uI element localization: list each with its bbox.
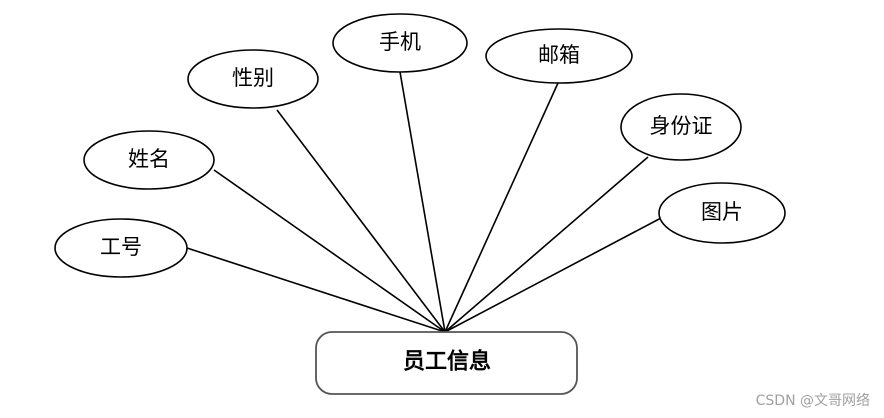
attribute-label: 手机 — [379, 30, 421, 54]
attribute-xingming: 姓名 — [83, 130, 215, 190]
attribute-youxiang: 邮箱 — [485, 28, 633, 84]
connectors — [186, 71, 662, 333]
entity-employee-info: 员工信息 — [315, 331, 578, 395]
watermark: CSDN @文哥网络 — [755, 393, 870, 409]
attribute-label: 工号 — [100, 235, 142, 259]
connector-gonghao — [186, 247, 446, 333]
attribute-label: 图片 — [701, 200, 743, 224]
attribute-xingbie: 性别 — [187, 49, 319, 109]
attribute-shenfenzheng: 身份证 — [620, 93, 742, 161]
entity-label: 员工信息 — [403, 349, 491, 375]
connector-shouji — [399, 71, 446, 333]
connector-xingbie — [276, 109, 446, 333]
attribute-gonghao: 工号 — [54, 218, 188, 278]
attribute-label: 姓名 — [128, 147, 170, 171]
attribute-shouji: 手机 — [332, 13, 468, 73]
attribute-tupian: 图片 — [658, 182, 786, 244]
attribute-label: 身份证 — [650, 114, 713, 138]
connector-tupian — [444, 217, 662, 333]
connector-xingming — [213, 169, 446, 333]
attribute-label: 性别 — [232, 66, 274, 90]
connector-shenfenzheng — [444, 156, 649, 333]
connector-youxiang — [444, 82, 559, 333]
attribute-label: 邮箱 — [538, 43, 580, 67]
